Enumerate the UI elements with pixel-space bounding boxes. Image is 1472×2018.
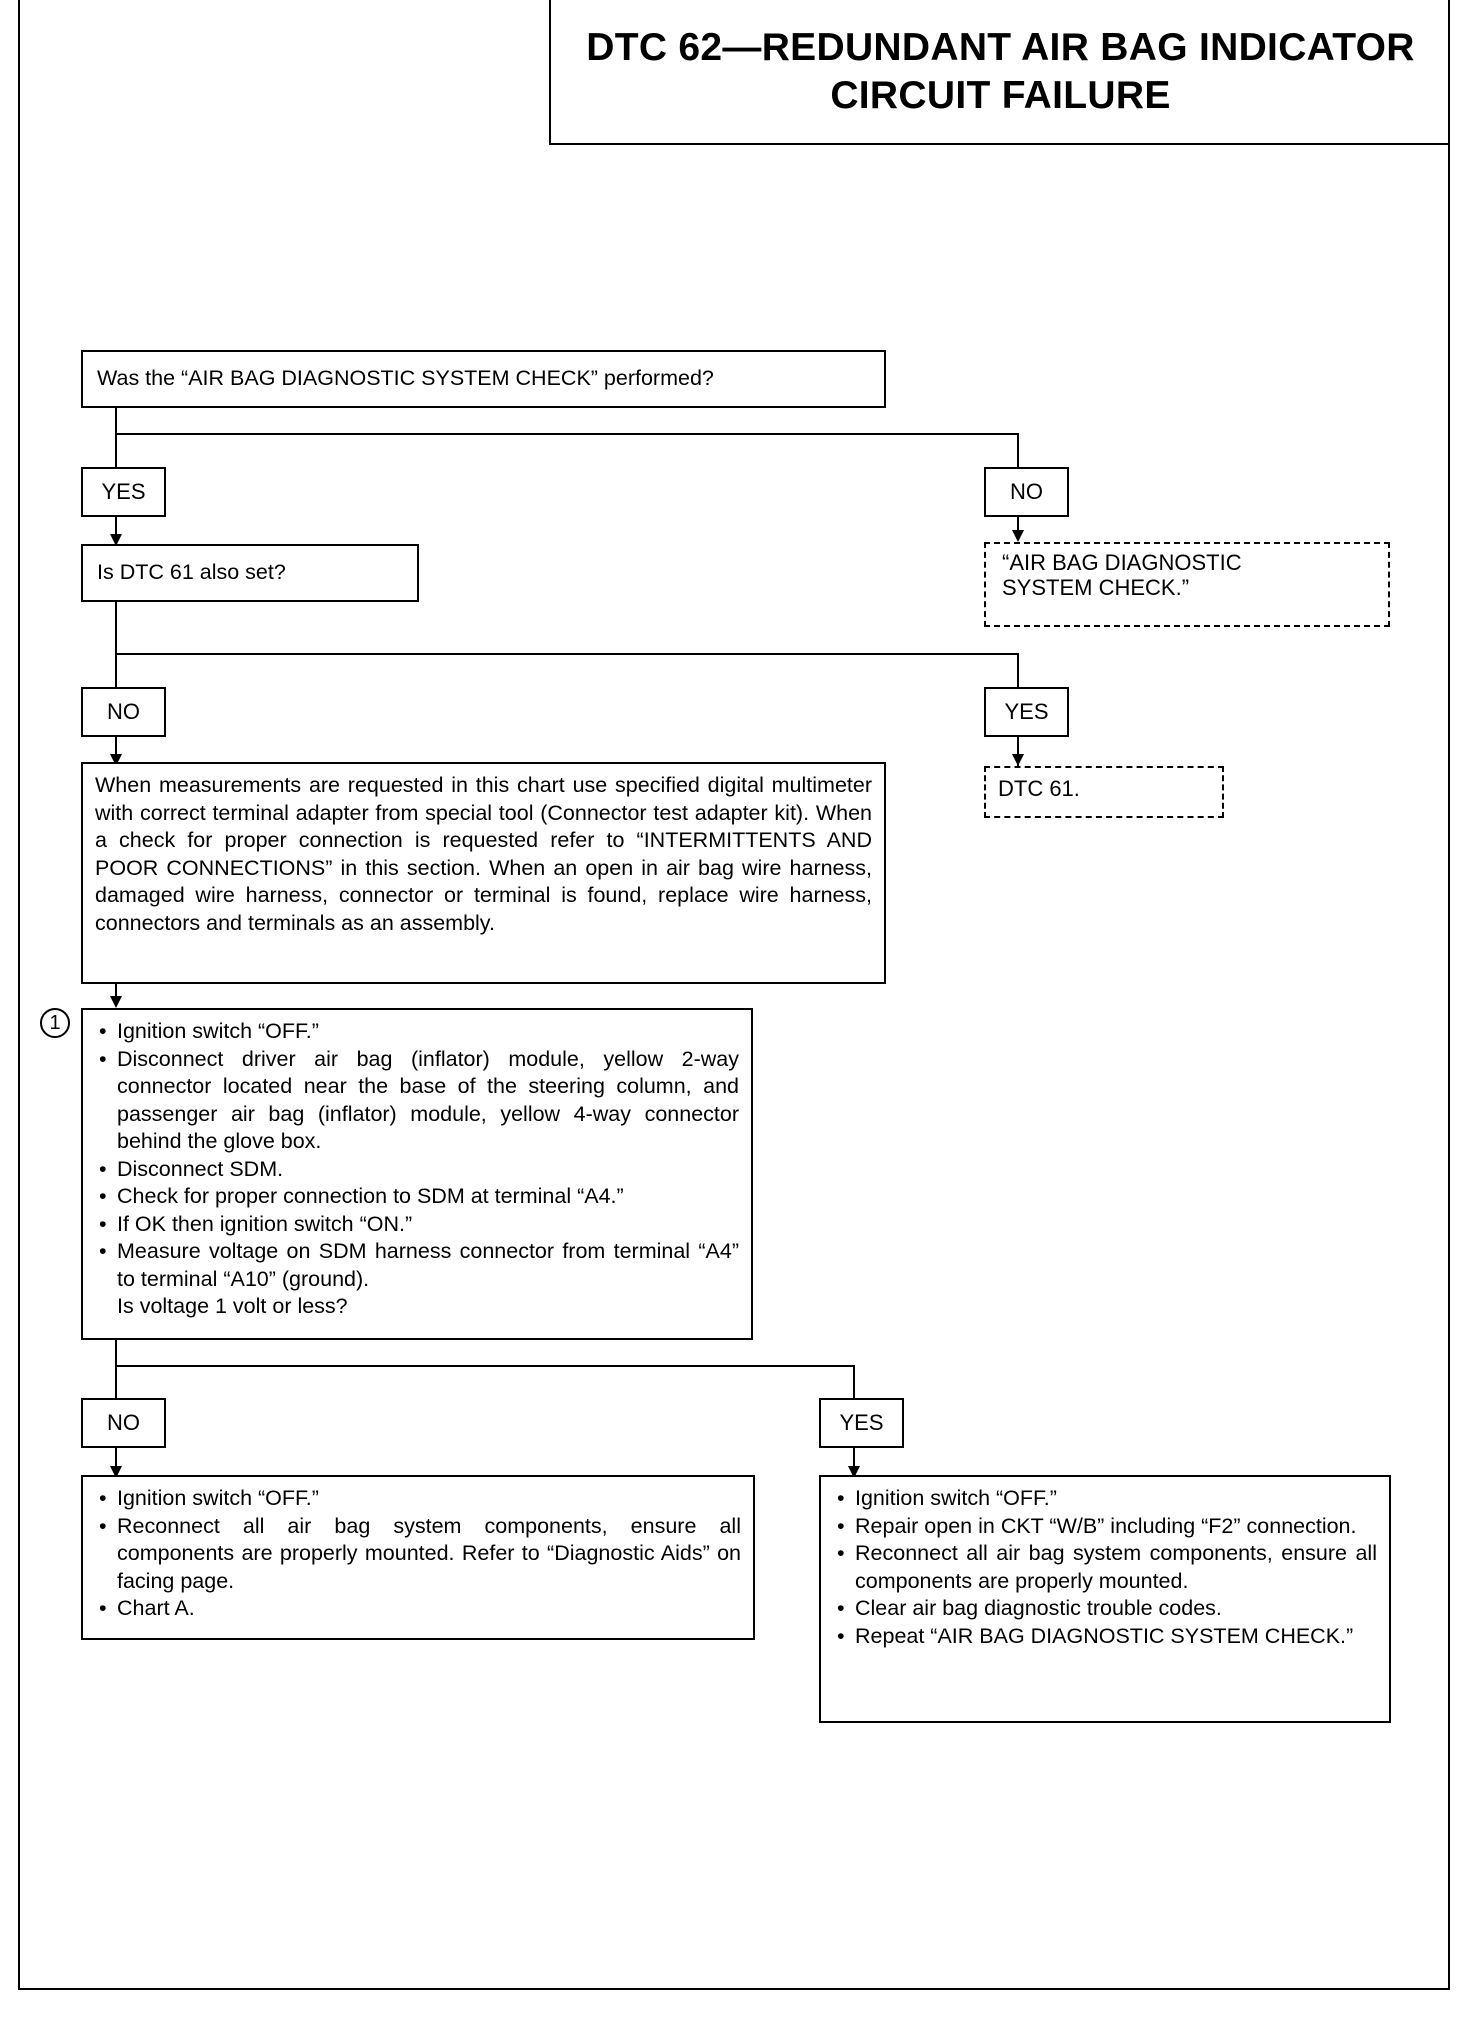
yes-action-item: Clear air bag diagnostic trouble codes. — [833, 1595, 1377, 1623]
arrow — [1012, 530, 1024, 542]
connector — [1017, 516, 1019, 540]
step1-box: Ignition switch “OFF.” Disconnect driver… — [81, 1008, 753, 1340]
no-action-item: Ignition switch “OFF.” — [95, 1485, 741, 1513]
no-label: NO — [984, 467, 1069, 517]
yes-label: YES — [81, 467, 166, 517]
step1-item: If OK then ignition switch “ON.” — [95, 1211, 739, 1239]
arrow — [110, 534, 122, 546]
connector — [1017, 736, 1019, 766]
no-action-item: Reconnect all air bag system components,… — [95, 1513, 741, 1596]
connector — [115, 653, 1019, 655]
reference-line-2: SYSTEM CHECK.” — [1002, 575, 1190, 600]
connector — [115, 1339, 117, 1403]
yes-action-item: Reconnect all air bag system components,… — [833, 1540, 1377, 1595]
page-title: DTC 62—REDUNDANT AIR BAG INDICATOR CIRCU… — [549, 0, 1450, 145]
page-frame — [18, 0, 1450, 1990]
connector — [115, 736, 117, 766]
connector — [115, 983, 117, 1005]
reference-line-1: “AIR BAG DIAGNOSTIC — [1002, 550, 1242, 575]
connector — [853, 1448, 855, 1478]
yes-action-item: Ignition switch “OFF.” — [833, 1485, 1377, 1513]
connector — [1017, 433, 1019, 469]
no-label: NO — [81, 687, 166, 737]
reference-diagnostic-check: “AIR BAG DIAGNOSTIC SYSTEM CHECK.” — [984, 542, 1390, 627]
connector — [1017, 653, 1019, 691]
no-action-item: Chart A. — [95, 1595, 741, 1623]
yes-label: YES — [984, 687, 1069, 737]
measurement-note: When measurements are requested in this … — [81, 762, 886, 984]
step1-question: Is voltage 1 volt or less? — [117, 1294, 348, 1318]
connector — [115, 601, 117, 691]
step-marker: 1 — [40, 1008, 70, 1038]
yes-action-box: Ignition switch “OFF.” Repair open in CK… — [819, 1475, 1391, 1723]
connector — [853, 1365, 855, 1403]
title-line-2: CIRCUIT FAILURE — [830, 73, 1171, 117]
no-action-list: Ignition switch “OFF.” Reconnect all air… — [95, 1485, 741, 1623]
reference-dtc61: DTC 61. — [984, 766, 1224, 818]
step1-list: Ignition switch “OFF.” Disconnect driver… — [95, 1018, 739, 1293]
connector — [115, 516, 117, 546]
connector — [115, 433, 1019, 435]
step1-item: Measure voltage on SDM harness connector… — [95, 1238, 739, 1293]
connector — [115, 1365, 855, 1367]
yes-action-item: Repeat “AIR BAG DIAGNOSTIC SYSTEM CHECK.… — [833, 1623, 1377, 1651]
yes-action-item: Repair open in CKT “W/B” including “F2” … — [833, 1513, 1377, 1541]
arrow — [110, 996, 122, 1008]
question-dtc61: Is DTC 61 also set? — [81, 544, 419, 602]
no-action-box: Ignition switch “OFF.” Reconnect all air… — [81, 1475, 755, 1640]
question-text: Is DTC 61 also set? — [97, 560, 286, 585]
connector — [115, 1448, 117, 1478]
yes-label: YES — [819, 1398, 904, 1448]
arrow — [1012, 754, 1024, 766]
connector — [115, 407, 117, 469]
step1-item: Ignition switch “OFF.” — [95, 1018, 739, 1046]
no-label: NO — [81, 1398, 166, 1448]
step1-item: Check for proper connection to SDM at te… — [95, 1183, 739, 1211]
question-text: Was the “AIR BAG DIAGNOSTIC SYSTEM CHECK… — [97, 366, 714, 391]
title-line-1: DTC 62—REDUNDANT AIR BAG INDICATOR — [586, 25, 1415, 69]
step1-item: Disconnect driver air bag (inflator) mod… — [95, 1046, 739, 1156]
yes-action-list: Ignition switch “OFF.” Repair open in CK… — [833, 1485, 1377, 1650]
step1-item: Disconnect SDM. — [95, 1156, 739, 1184]
question-diagnostic-check: Was the “AIR BAG DIAGNOSTIC SYSTEM CHECK… — [81, 350, 886, 408]
